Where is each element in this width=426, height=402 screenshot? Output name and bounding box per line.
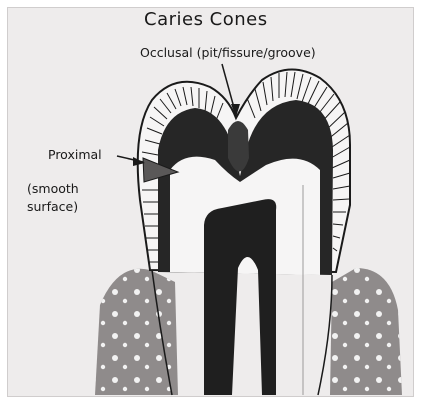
pulp-canal xyxy=(204,199,276,395)
smooth-label-line2: surface) xyxy=(27,198,79,216)
smooth-surface-label: (smooth surface) xyxy=(27,180,79,216)
gum-left xyxy=(95,269,178,395)
proximal-label: Proximal xyxy=(48,149,102,162)
occlusal-caries-cone xyxy=(228,121,249,172)
smooth-label-line1: (smooth xyxy=(27,180,79,198)
root-right-outline xyxy=(318,275,332,395)
occlusal-label: Occlusal (pit/fissure/groove) xyxy=(140,47,316,60)
diagram-title: Caries Cones xyxy=(144,11,268,29)
gum-right xyxy=(330,268,402,395)
